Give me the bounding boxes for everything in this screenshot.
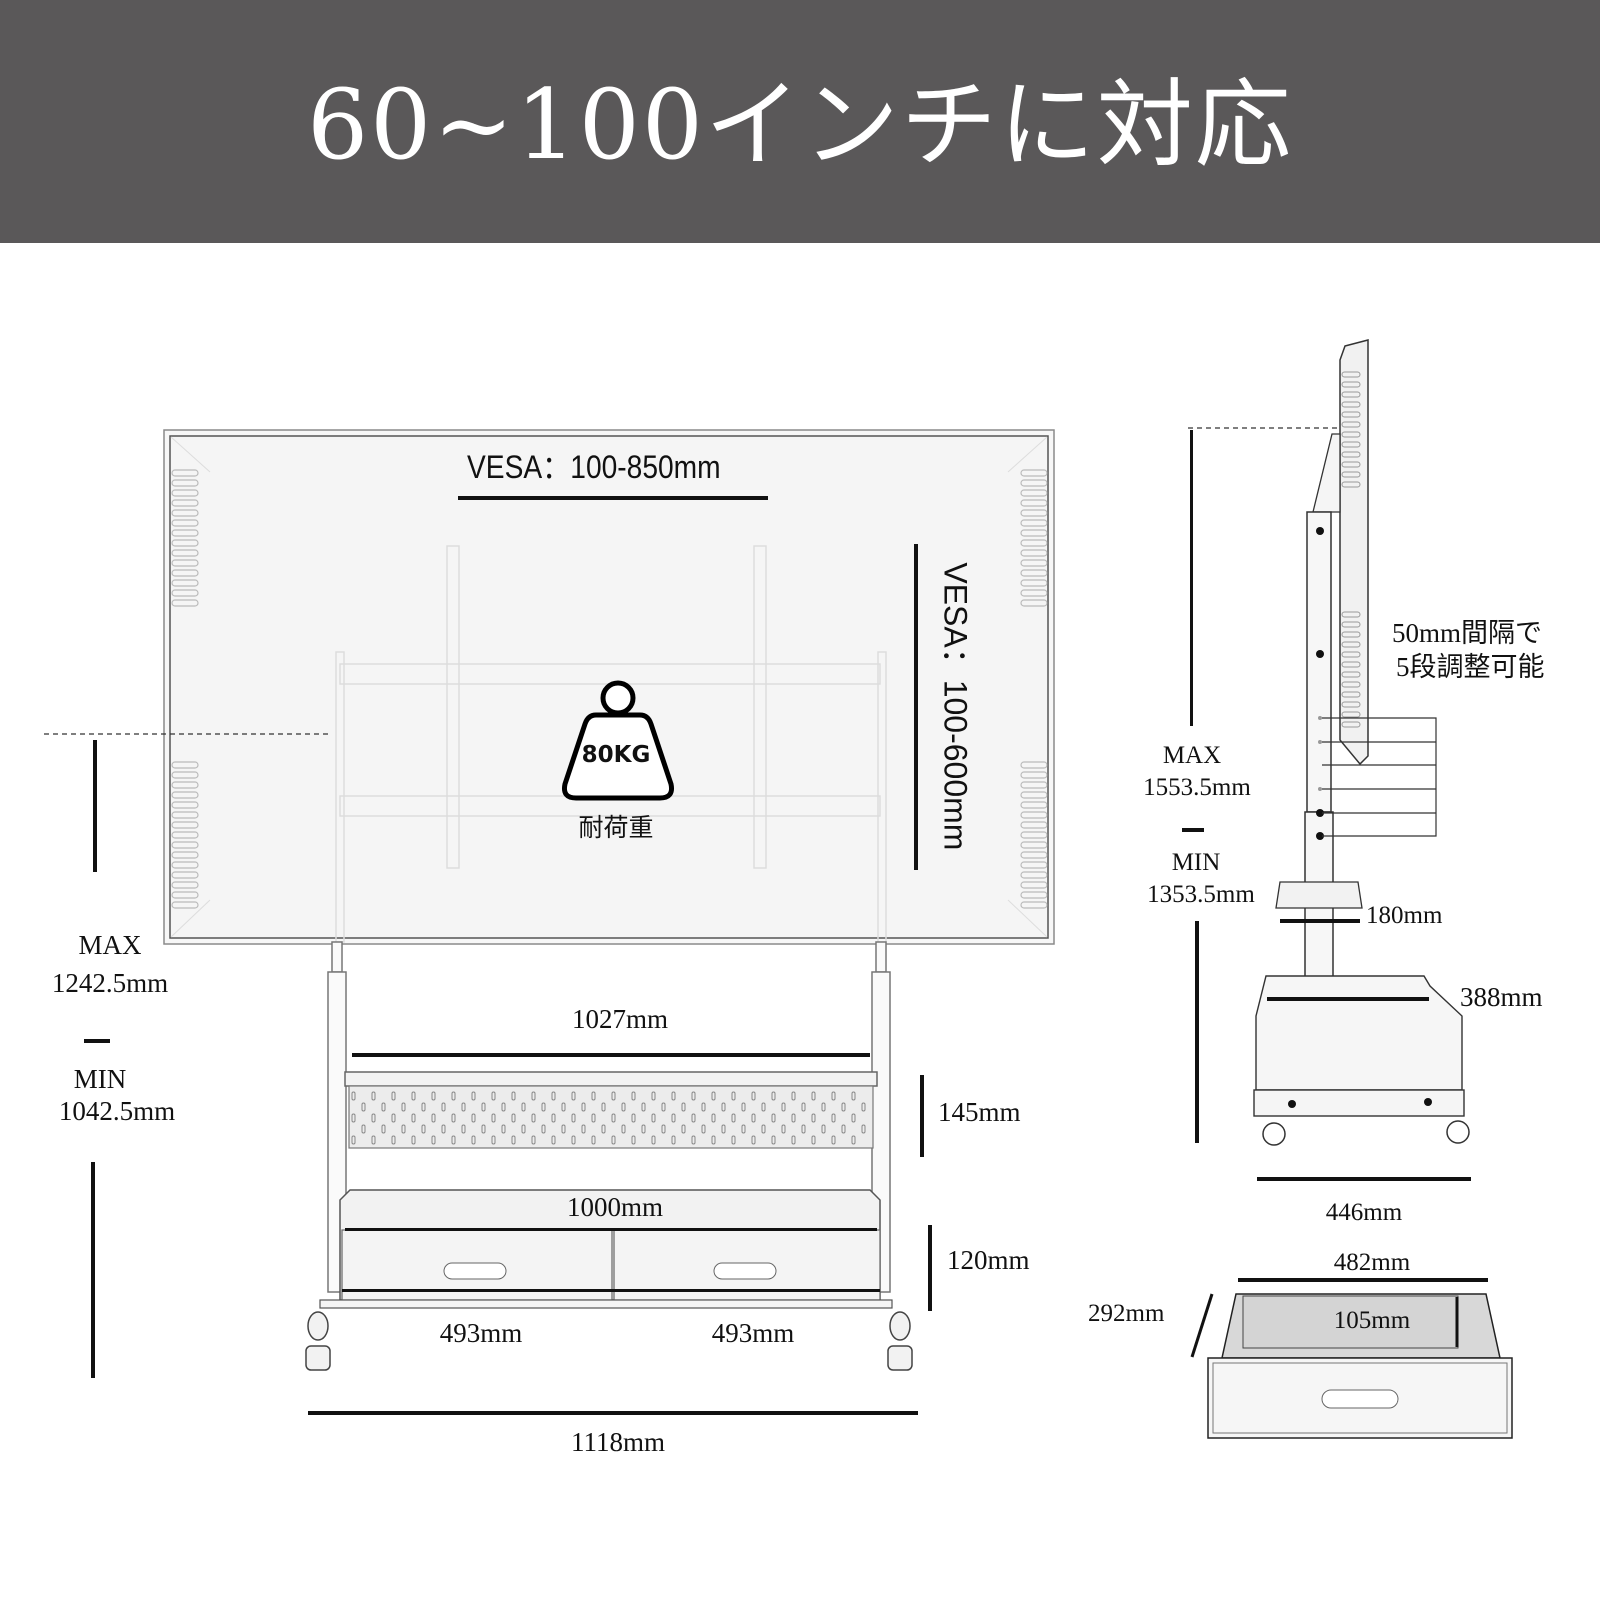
cabinet-width-label: 1000mm <box>566 1192 663 1222</box>
vesa-horizontal-bar <box>458 496 768 500</box>
side-shelf-depth-bar <box>1280 919 1360 923</box>
total-width-bar <box>308 1411 918 1415</box>
drawer-width-bar <box>342 1289 880 1292</box>
drawer-right-width-label: 493mm <box>711 1318 795 1348</box>
side-base-depth-label: 446mm <box>1325 1199 1403 1226</box>
title-banner: 60~100インチに対応 <box>0 0 1600 243</box>
base-rail <box>319 1299 893 1309</box>
vesa-mount-frame <box>335 545 887 943</box>
side-height-bar-top <box>1190 430 1193 726</box>
drawer-handle <box>1321 1389 1399 1409</box>
front-height-bar-top <box>93 740 97 872</box>
load-label: 耐荷重 <box>578 815 654 842</box>
vesa-horizontal-label: VESA：100-850mm <box>467 449 721 485</box>
weight-icon <box>562 680 674 801</box>
shelf-height-label: 145mm <box>938 1097 1021 1127</box>
cabinet-height-label: 120mm <box>947 1245 1030 1275</box>
side-shelf-depth-label: 180mm <box>1366 902 1443 929</box>
side-cabinet-depth-label: 388mm <box>1460 982 1543 1012</box>
adjust-note-line1: 50mm間隔で <box>1392 618 1543 648</box>
load-value: 80KG <box>581 742 651 768</box>
drawer-left-width-label: 493mm <box>439 1318 523 1348</box>
side-height-bar-bottom <box>1195 921 1199 1143</box>
adjust-note-line2: 5段調整可能 <box>1396 652 1545 682</box>
vent-slots-left-top <box>171 469 199 607</box>
drawer-width-detail-bar <box>1238 1278 1488 1282</box>
vent-slots-left-bottom <box>171 761 199 909</box>
front-min-label: MIN <box>73 1064 127 1094</box>
side-max-label: MAX <box>1162 742 1222 769</box>
side-cabinet-depth-bar <box>1267 997 1429 1001</box>
side-view-drawing <box>1188 339 1470 1146</box>
top-shelf <box>344 1071 878 1087</box>
side-base-depth-bar <box>1257 1177 1471 1181</box>
pegboard <box>348 1085 874 1149</box>
cabinet-height-bar <box>928 1225 932 1311</box>
drawer-detail-depth-label: 292mm <box>1088 1300 1165 1327</box>
pegboard-holes <box>351 1091 866 1145</box>
caster-icons <box>305 1311 913 1371</box>
shelf-width-label: 1027mm <box>571 1004 668 1034</box>
shelf-height-bar <box>920 1075 924 1157</box>
shelf-width-bar <box>352 1053 870 1057</box>
front-height-bar-bottom <box>91 1162 95 1378</box>
front-max-value: 1242.5mm <box>51 968 169 998</box>
vent-slots-right-bottom <box>1020 761 1048 909</box>
total-width-label: 1118mm <box>571 1427 665 1457</box>
drawer-detail-width-label: 482mm <box>1333 1249 1411 1276</box>
drawer-left-handle <box>443 1262 507 1280</box>
front-height-separator <box>84 1039 110 1043</box>
vesa-vertical-label: VESA：100-600mm <box>937 562 974 851</box>
drawer-detail-drawing <box>1190 1293 1513 1439</box>
banner-title: 60~100インチに対応 <box>307 69 1293 181</box>
front-max-label: MAX <box>78 930 142 960</box>
drawer-right-handle <box>713 1262 777 1280</box>
vent-slots-right-top <box>1020 469 1048 607</box>
drawer-detail-height-label: 105mm <box>1333 1307 1411 1334</box>
side-min-value: 1353.5mm <box>1147 881 1255 908</box>
side-min-label: MIN <box>1171 849 1221 876</box>
cabinet-width-bar <box>345 1228 877 1231</box>
side-height-separator <box>1182 828 1204 832</box>
side-max-value: 1553.5mm <box>1143 774 1251 801</box>
vesa-vertical-bar <box>914 544 918 870</box>
front-min-value: 1042.5mm <box>58 1096 176 1126</box>
